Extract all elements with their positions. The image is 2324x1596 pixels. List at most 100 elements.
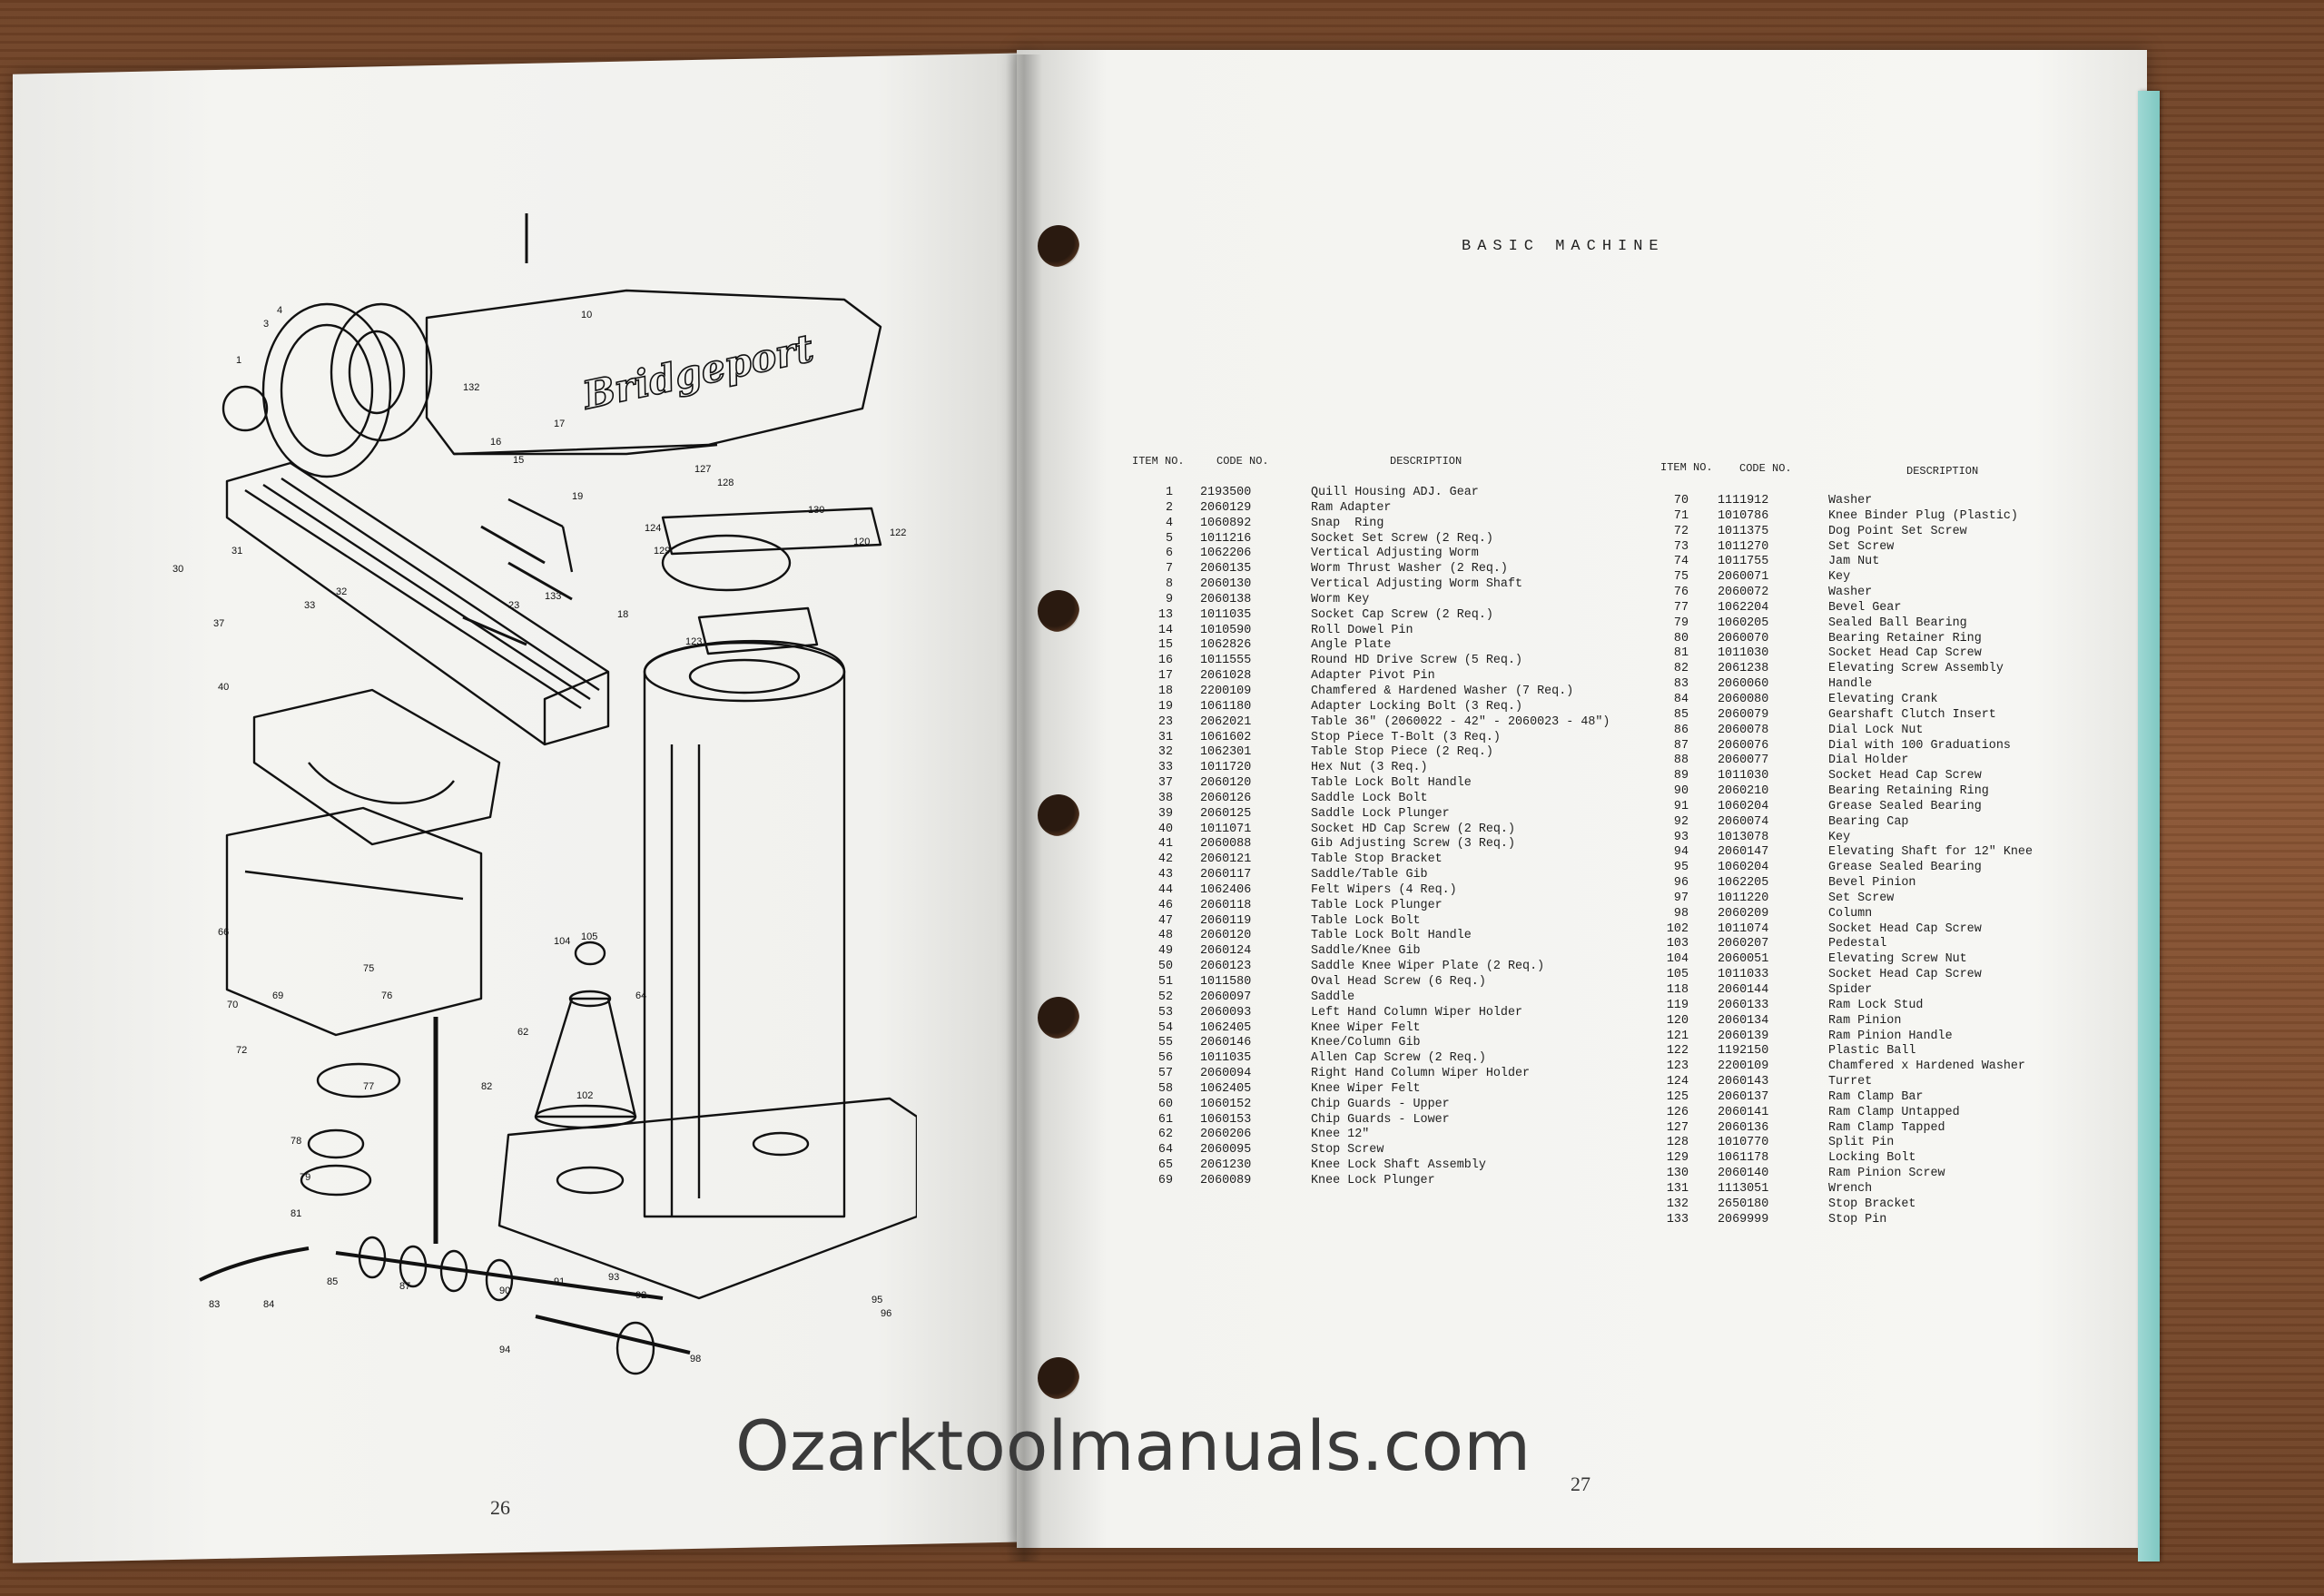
code-number: 2069999 [1718, 1212, 1769, 1227]
svg-text:85: 85 [327, 1276, 338, 1287]
item-number: 62 [1157, 1128, 1173, 1142]
code-number: 2060118 [1200, 898, 1252, 912]
item-number: 2 [1165, 500, 1173, 515]
part-description: Table Stop Piece (2 Req.) [1311, 745, 1493, 760]
code-number: 2060097 [1200, 990, 1252, 1004]
part-description: Elevating Shaft for 12" Knee [1828, 845, 2033, 860]
part-description: Ram Clamp Tapped [1828, 1120, 1945, 1135]
svg-text:123: 123 [685, 636, 702, 647]
code-number: 2060121 [1200, 852, 1252, 867]
item-number: 60 [1157, 1097, 1173, 1111]
part-description: Socket Cap Screw (2 Req.) [1311, 607, 1493, 622]
part-description: Saddle/Knee Gib [1311, 944, 1421, 959]
code-number: 2060080 [1718, 692, 1769, 706]
part-description: Roll Dowel Pin [1311, 623, 1413, 637]
item-number: 132 [1666, 1197, 1689, 1211]
item-number: 129 [1666, 1151, 1689, 1166]
svg-text:96: 96 [881, 1308, 891, 1319]
code-number: 2060124 [1200, 944, 1252, 959]
item-number: 5 [1165, 531, 1173, 546]
right-page-number: 27 [1571, 1473, 1590, 1495]
part-description: Table Stop Bracket [1311, 852, 1443, 867]
part-description: Knee Lock Shaft Assembly [1311, 1158, 1486, 1173]
item-number: 8 [1165, 577, 1173, 592]
part-description: Saddle Lock Plunger [1311, 806, 1450, 821]
item-number: 47 [1157, 913, 1173, 928]
code-number: 1060204 [1718, 861, 1769, 875]
item-number: 31 [1157, 730, 1173, 744]
item-number: 16 [1157, 654, 1173, 668]
binding-hole [1038, 1357, 1079, 1399]
part-description: Socket Head Cap Screw [1828, 646, 1982, 661]
book-gutter-shadow [1006, 54, 1042, 1562]
code-number: 1111912 [1718, 494, 1769, 507]
part-description: Bevel Gear [1828, 600, 1902, 615]
code-number: 2060079 [1718, 707, 1769, 722]
part-description: Grease Sealed Bearing [1828, 861, 1982, 875]
svg-text:76: 76 [381, 990, 392, 1001]
part-description: Chamfered x Hardened Washer [1828, 1059, 2025, 1074]
part-description: Round HD Drive Screw (5 Req.) [1311, 654, 1523, 668]
left-header-desc: DESCRIPTION [1390, 455, 1462, 468]
item-number: 84 [1673, 692, 1689, 706]
part-description: Knee Lock Plunger [1311, 1173, 1435, 1187]
part-description: Chamfered & Hardened Washer (7 Req.) [1311, 684, 1574, 698]
svg-text:1: 1 [236, 355, 241, 366]
saddle [252, 688, 501, 846]
item-number: 104 [1666, 952, 1689, 967]
item-number: 131 [1666, 1181, 1689, 1196]
code-number: 2060210 [1718, 784, 1769, 799]
item-number: 93 [1673, 830, 1689, 844]
code-number: 2060094 [1200, 1067, 1252, 1081]
part-description: Stop Piece T-Bolt (3 Req.) [1311, 730, 1501, 744]
code-number: 2060138 [1200, 592, 1252, 606]
code-number: 2060072 [1718, 586, 1769, 600]
svg-text:127: 127 [694, 464, 711, 475]
right-header-desc: DESCRIPTION [1906, 465, 1979, 478]
item-number: 39 [1157, 806, 1173, 821]
item-number: 53 [1157, 1005, 1173, 1020]
svg-text:94: 94 [499, 1345, 510, 1355]
item-number: 87 [1673, 738, 1689, 753]
svg-text:98: 98 [690, 1354, 701, 1364]
item-number: 73 [1673, 539, 1689, 554]
page-title: BASIC MACHINE [1462, 238, 1665, 255]
part-description: Knee/Column Gib [1311, 1036, 1421, 1050]
svg-text:104: 104 [554, 936, 570, 947]
part-description: Chip Guards - Upper [1311, 1097, 1450, 1111]
code-number: 1061602 [1200, 730, 1252, 744]
item-number: 91 [1673, 799, 1689, 813]
code-number: 1061180 [1200, 699, 1252, 714]
item-number: 80 [1673, 631, 1689, 645]
part-description: Allen Cap Screw (2 Req.) [1311, 1051, 1486, 1066]
item-number: 15 [1157, 638, 1173, 653]
part-description: Saddle Knee Wiper Plate (2 Req.) [1311, 960, 1545, 974]
part-description: Set Screw [1828, 539, 1895, 554]
code-number: 2060119 [1200, 913, 1252, 928]
svg-text:10: 10 [581, 310, 592, 320]
code-number: 2060078 [1718, 723, 1769, 737]
part-description: Right Hand Column Wiper Holder [1311, 1067, 1531, 1081]
part-description: Hex Nut (3 Req.) [1311, 761, 1428, 775]
part-description: Turret [1828, 1075, 1873, 1089]
right-page [1017, 50, 2147, 1548]
work-table [225, 461, 610, 746]
